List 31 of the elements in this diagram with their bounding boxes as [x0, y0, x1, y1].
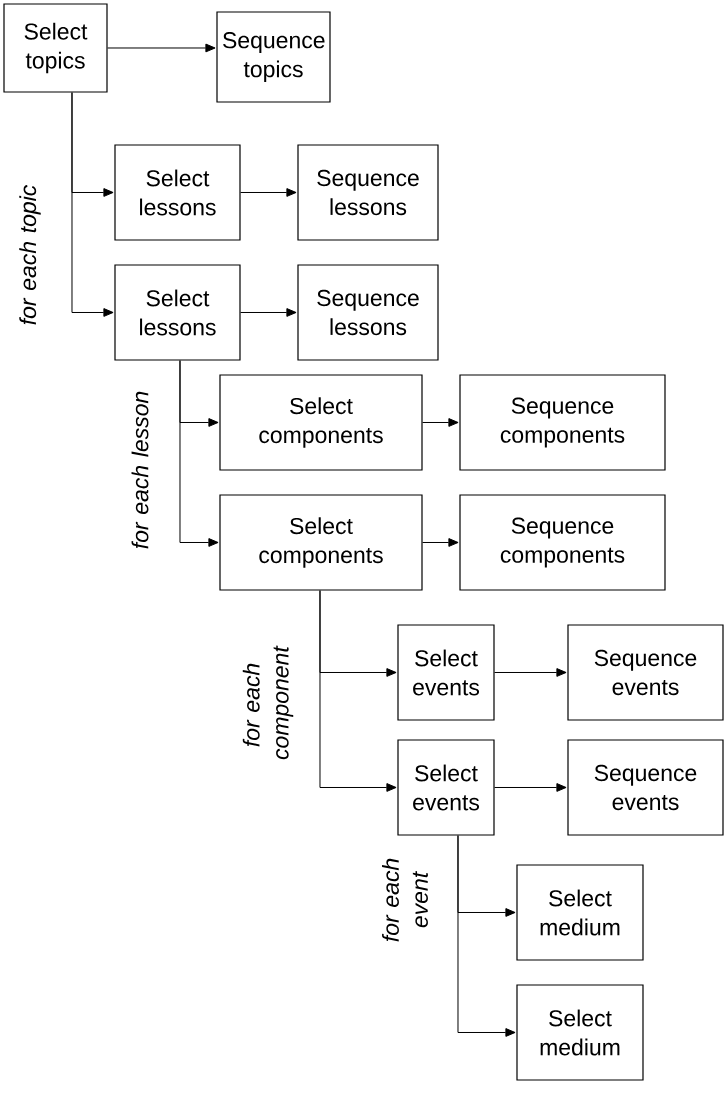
process-box: Select components: [219, 374, 423, 471]
arrow: [494, 783, 567, 792]
process-box: Select medium: [516, 864, 644, 961]
arrow: [240, 308, 297, 317]
arrow: [107, 43, 216, 53]
process-box: Select components: [219, 494, 423, 591]
arrow: [179, 360, 219, 547]
process-box: Select medium: [516, 984, 644, 1081]
arrow: [494, 668, 567, 677]
process-box: Sequence components: [459, 374, 666, 471]
arrow: [319, 590, 397, 792]
process-box: Sequence components: [459, 494, 666, 591]
rotated-label: for each topic: [19, 184, 41, 325]
process-box: Select lessons: [114, 264, 241, 361]
process-box: Sequence events: [567, 624, 724, 721]
process-box: Sequence topics: [216, 11, 331, 103]
arrow: [457, 835, 516, 1037]
process-box: Select topics: [3, 3, 108, 93]
rotated-label: for each component: [242, 645, 294, 760]
arrow: [422, 418, 459, 427]
arrow: [422, 538, 459, 547]
process-box: Select lessons: [114, 144, 241, 241]
process-box: Sequence lessons: [297, 264, 439, 361]
process-box: Select events: [397, 624, 495, 721]
arrow: [71, 92, 114, 317]
process-box: Sequence events: [567, 739, 724, 836]
process-box: Select events: [397, 739, 495, 836]
process-box: Sequence lessons: [297, 144, 439, 241]
arrow: [240, 188, 297, 197]
rotated-label: for each event: [382, 858, 428, 942]
rotated-label: for each lesson: [131, 391, 149, 549]
